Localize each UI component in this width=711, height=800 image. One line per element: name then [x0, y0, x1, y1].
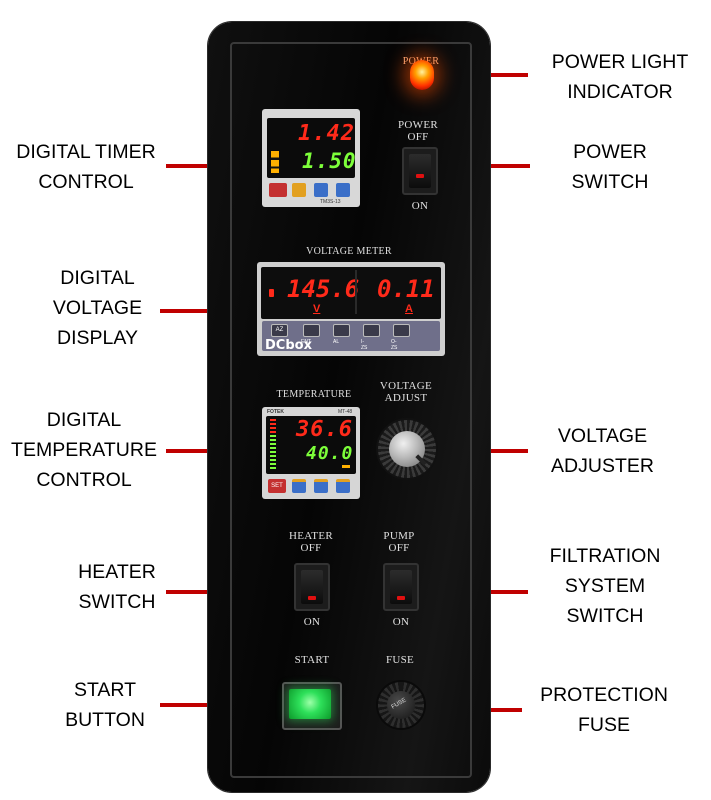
start-label: START — [294, 654, 330, 666]
heater-switch-indicator — [308, 596, 316, 600]
meter-label-ozs: O-ZS — [391, 339, 398, 351]
heater-switch[interactable] — [294, 563, 330, 611]
temperature-bar-graph — [270, 419, 276, 471]
temperature-pv-readout: 36.6 — [296, 417, 353, 442]
start-button-lamp — [289, 689, 331, 719]
pump-switch-indicator — [397, 596, 405, 600]
start-button[interactable] — [282, 682, 342, 730]
panel-border — [230, 42, 472, 778]
power-switch-indicator — [416, 174, 424, 178]
voltage-meter-title: VOLTAGE METER — [306, 246, 392, 257]
meter-button-ozs[interactable] — [393, 324, 410, 337]
meter-button-az[interactable]: AZ — [271, 324, 288, 337]
meter-button-ent[interactable] — [303, 324, 320, 337]
pump-switch-on-label: ON — [392, 616, 410, 628]
temperature-model: MT-48 — [338, 409, 353, 415]
voltage-status-led — [269, 289, 274, 297]
temperature-shift-button[interactable] — [292, 479, 306, 493]
meter-button-row: AZ — [269, 321, 419, 339]
callout-digital-timer-control: DIGITAL TIMER CONTROL — [16, 141, 156, 193]
temperature-sv-readout: 40.0 — [306, 443, 354, 464]
timer-screen — [267, 118, 355, 178]
timer-lower-readout: 1.50 — [302, 149, 357, 173]
current-unit: A — [405, 303, 413, 315]
callout-start-button: START BUTTON — [65, 679, 145, 731]
power-light-indicator — [410, 60, 434, 90]
heater-switch-label: HEATER OFF — [289, 530, 333, 554]
pump-switch[interactable] — [383, 563, 419, 611]
meter-label-al: AL — [333, 339, 340, 345]
digital-temperature-control: FOTEK MT-48 36.6 40.0 SET — [262, 407, 360, 499]
temperature-up-button[interactable] — [336, 479, 350, 493]
meter-label-izs: I-ZS — [361, 339, 368, 351]
timer-shift-button[interactable] — [292, 183, 306, 197]
digital-timer: 1.42 1.50 TM3S-13 — [262, 109, 360, 207]
callout-power-switch: POWER SWITCH — [571, 141, 649, 193]
power-switch[interactable] — [402, 147, 438, 195]
temperature-title: TEMPERATURE — [276, 389, 352, 400]
timer-up-button[interactable] — [336, 183, 350, 197]
timer-down-button[interactable] — [314, 183, 328, 197]
callout-heater-switch: HEATER SWITCH — [78, 561, 156, 613]
meter-button-al[interactable] — [333, 324, 350, 337]
callout-protection-fuse: PROTECTION FUSE — [540, 684, 668, 736]
fuse-cap — [387, 691, 415, 719]
temperature-set-button[interactable]: SET — [268, 479, 286, 493]
timer-status-leds — [271, 151, 279, 173]
fuse-label: FUSE — [385, 654, 415, 666]
temperature-down-button[interactable] — [314, 479, 328, 493]
meter-label-ent: ENT — [301, 339, 311, 345]
meter-brand: DCbox — [265, 338, 312, 353]
protection-fuse[interactable]: FUSE — [378, 682, 424, 728]
temperature-brand: FOTEK — [267, 409, 284, 415]
timer-model-label: TM3S-13 — [320, 199, 341, 205]
callout-voltage-adjuster: VOLTAGE ADJUSTER — [551, 425, 654, 477]
digital-voltage-display: 145.6 0.11 V A DCbox AZ ENT AL I-ZS O-ZS — [257, 262, 445, 356]
callout-digital-temperature-control: DIGITAL TEMPERATURE CONTROL — [11, 409, 157, 491]
power-switch-label: POWER OFF — [398, 119, 438, 143]
voltage-readout: 145.6 — [287, 275, 360, 303]
current-readout: 0.11 — [377, 275, 435, 303]
callout-power-light-indicator: POWER LIGHT INDICATOR — [551, 51, 689, 103]
voltage-adjust-label: VOLTAGE ADJUST — [379, 380, 433, 404]
voltage-unit: V — [313, 303, 321, 315]
timer-mode-button[interactable] — [269, 183, 287, 197]
heater-switch-on-label: ON — [303, 616, 321, 628]
pump-switch-label: PUMP OFF — [383, 530, 415, 554]
callout-filtration-system-switch: FILTRATION SYSTEM SWITCH — [549, 545, 661, 627]
meter-button-izs[interactable] — [363, 324, 380, 337]
power-switch-on-label: ON — [411, 200, 429, 212]
voltage-adjuster-knob[interactable] — [378, 420, 436, 478]
timer-upper-readout: 1.42 — [298, 121, 355, 146]
callout-digital-voltage-display: DIGITAL VOLTAGE DISPLAY — [52, 267, 143, 349]
